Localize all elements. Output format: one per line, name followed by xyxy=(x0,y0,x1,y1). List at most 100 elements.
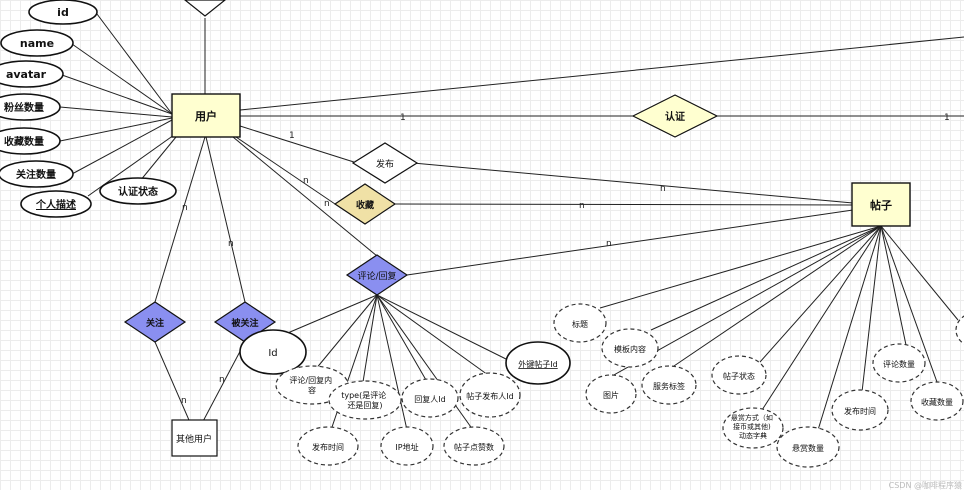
attr-post-reward xyxy=(722,407,784,449)
edge-p-comments xyxy=(880,225,907,346)
relation-publish-diamond xyxy=(351,142,419,184)
relation-comment-label: 评论/回复 xyxy=(357,270,396,282)
relation-collect-diamond xyxy=(333,183,397,225)
edge-comment-post xyxy=(406,209,854,276)
attr-user-follow xyxy=(0,160,74,188)
edge-c-replier xyxy=(376,294,427,381)
relation-followed-label: 被关注 xyxy=(231,317,258,329)
edge-c-likes xyxy=(376,294,474,431)
attr-post-title-label: 标题 xyxy=(572,319,588,329)
card-user-certify: 1 xyxy=(400,113,406,123)
entity-other-user-label: 其他用户 xyxy=(176,433,212,445)
attr-comment-likes xyxy=(443,426,505,466)
edge-user-topright xyxy=(239,36,964,111)
edge-user-collect xyxy=(59,117,173,142)
attr-post-image-label: 图片 xyxy=(603,390,619,400)
attr-post-image xyxy=(585,374,637,414)
attr-post-time-label: 发布时间 xyxy=(844,406,876,416)
attr-user-id xyxy=(28,0,98,25)
attr-comment-type-line2: 还是回复) xyxy=(347,400,382,410)
attr-user-name-label: name xyxy=(20,37,54,50)
user-attributes: id name avatar 粉丝数量 收藏数量 关注数量 个人描述 认证状态 xyxy=(0,0,177,218)
attr-comment-ip-label: IP地址 xyxy=(395,442,418,452)
edge-c-ip xyxy=(376,294,408,431)
card-user-followed: n xyxy=(228,239,234,249)
comment-attributes: Id 评论/回复内 容 type(是评论 还是回复) 发布时间 IP地址 回复人… xyxy=(239,329,571,466)
attr-user-avatar xyxy=(0,60,64,88)
card-comment-post: n xyxy=(606,239,612,249)
attr-comment-poster xyxy=(459,372,521,418)
entity-post-label: 帖子 xyxy=(870,198,892,212)
edge-user-follow xyxy=(71,119,173,175)
edge-p-title xyxy=(599,225,882,309)
relation-comment-diamond xyxy=(345,254,409,296)
entity-post-box xyxy=(851,182,911,227)
edge-p-collects xyxy=(880,225,938,383)
relation-comment: 评论/回复 xyxy=(345,254,409,296)
attr-user-status-label: 认证状态 xyxy=(118,185,158,198)
attr-post-template xyxy=(601,328,659,368)
attr-user-fans-label: 粉丝数量 xyxy=(4,101,44,114)
attr-post-comments xyxy=(872,343,926,383)
relation-publish: 发布 xyxy=(351,142,419,184)
attr-post-status xyxy=(711,355,767,395)
relation-certify-diamond xyxy=(631,94,719,138)
attr-user-fans xyxy=(0,93,61,121)
edge-user-comment xyxy=(232,136,378,257)
entity-other-user-box xyxy=(171,419,218,457)
top-diamond-fragment xyxy=(184,0,226,17)
attr-user-collect-label: 收藏数量 xyxy=(4,135,44,148)
edge-collect-post xyxy=(394,203,854,206)
relation-certify: 认证 xyxy=(631,94,719,138)
edge-p-reward xyxy=(761,225,882,411)
attr-comment-content-line2: 容 xyxy=(308,385,316,395)
attr-user-desc-label: 个人描述 xyxy=(35,198,76,211)
edge-user-avatar xyxy=(61,74,173,115)
attr-user-name xyxy=(0,29,74,57)
attr-comment-ip xyxy=(380,426,434,466)
attr-user-status xyxy=(99,177,177,205)
edge-user-follow-rel xyxy=(154,136,206,303)
card-publish-post: n xyxy=(660,184,666,194)
entity-user-label: 用户 xyxy=(195,109,217,123)
edge-p-reward-count xyxy=(817,225,882,431)
attr-post-title xyxy=(553,303,607,343)
card-user-collect: n xyxy=(303,176,309,186)
relation-follow: 关注 xyxy=(123,301,187,343)
attr-comment-poster-label: 帖子发布人Id xyxy=(466,391,513,401)
entity-user: 用户 xyxy=(171,93,241,138)
relation-collect: 收藏 xyxy=(333,183,397,225)
attr-user-desc xyxy=(20,190,92,218)
attr-post-reward-count xyxy=(776,426,840,468)
edge-c-poster xyxy=(376,294,489,376)
attr-comment-replier-label: 回复人Id xyxy=(414,394,445,404)
card-follow-other: n xyxy=(181,396,187,406)
attr-post-tag xyxy=(641,365,697,405)
edge-p-time xyxy=(861,225,882,393)
edge-p-tag xyxy=(670,225,882,369)
attr-comment-id-label: Id xyxy=(268,348,277,359)
edge-followed-other xyxy=(199,341,246,428)
relation-collect-label: 收藏 xyxy=(356,199,374,211)
attr-post-template-label: 模板内容 xyxy=(614,344,646,354)
edge-publish-post xyxy=(412,162,854,204)
edge-p-status xyxy=(759,225,882,363)
relation-certify-label: 认证 xyxy=(665,110,685,123)
attr-user-follow-label: 关注数量 xyxy=(16,168,56,181)
attr-post-offscreen xyxy=(955,315,964,345)
edge-user-collect-rel xyxy=(235,136,336,205)
entity-other-user: 其他用户 xyxy=(171,419,218,457)
attr-comment-likes-label: 帖子点赞数 xyxy=(454,442,494,452)
edge-user-name xyxy=(71,43,173,115)
top-relation-stub xyxy=(184,0,226,17)
attr-comment-fk-label: 外键帖子Id xyxy=(518,359,557,369)
attr-comment-id xyxy=(239,329,307,375)
attr-post-collects xyxy=(910,381,964,421)
card-certify-right: 1 xyxy=(944,113,950,123)
attr-post-tag-label: 服务标签 xyxy=(653,381,685,391)
attr-comment-type-line1: type(是评论 xyxy=(341,390,386,400)
card-user-publish: 1 xyxy=(289,131,295,141)
attr-post-time xyxy=(831,389,889,431)
edge-p-offscreen xyxy=(880,225,959,321)
